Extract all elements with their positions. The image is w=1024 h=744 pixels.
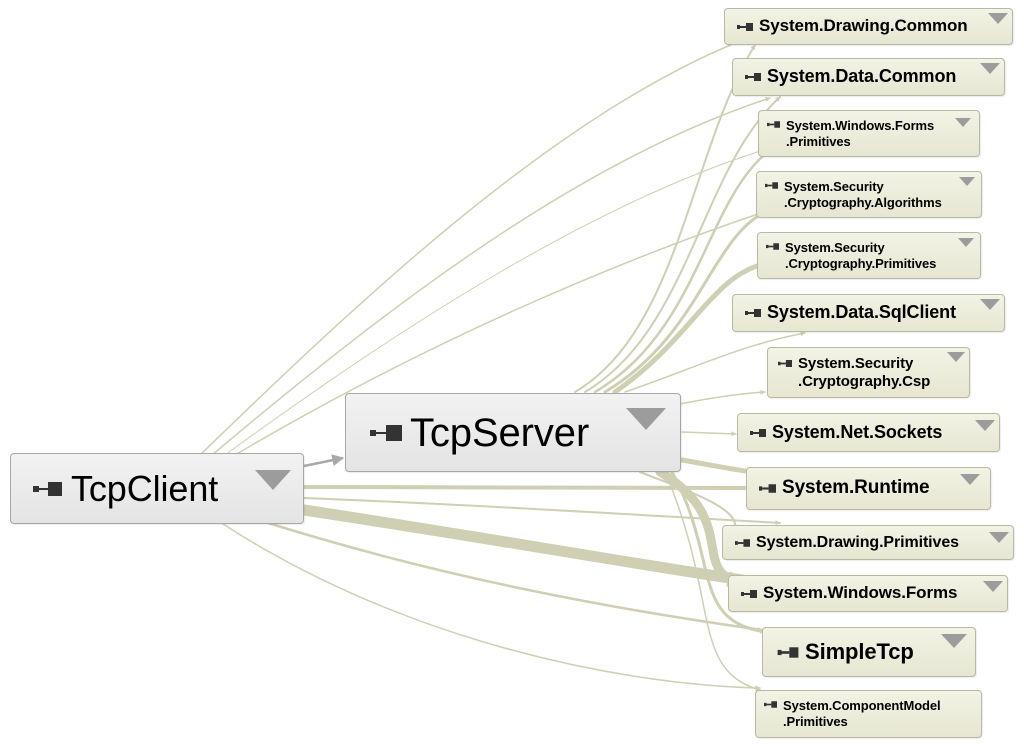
expand-chevron-icon[interactable] [980, 299, 1000, 310]
node-label: System.Drawing.Primitives [756, 533, 959, 551]
edge-tcpserver-simpletcp [670, 470, 767, 634]
expand-chevron-icon[interactable] [959, 177, 975, 186]
node-label: System.Security .Cryptography.Csp [798, 354, 931, 390]
expand-chevron-icon[interactable] [941, 634, 967, 648]
node-label: TcpClient [71, 467, 219, 509]
assembly-icon [777, 646, 799, 658]
node-simpletcp[interactable]: SimpleTcp [762, 627, 976, 677]
node-system-drawing-common[interactable]: System.Drawing.Common [724, 8, 1013, 45]
edge-tcpclient-simpletcp [263, 520, 764, 632]
node-label: System.Data.Common [767, 66, 957, 87]
assembly-icon [764, 701, 777, 708]
node-system-windows-forms-primitives[interactable]: System.Windows.Forms .Primitives [758, 110, 980, 157]
node-label: System.Drawing.Common [759, 16, 968, 36]
edge-tcpserver-runtime [679, 457, 748, 474]
edge-tcpclient-tcpserver [303, 454, 345, 468]
node-system-security-cryptography-algorithms[interactable]: System.Security .Cryptography.Algorithms [756, 171, 982, 218]
edge-tcpclient-windows-forms [298, 504, 748, 586]
assembly-icon [745, 73, 761, 81]
node-system-componentmodel-primitives[interactable]: System.ComponentModel .Primitives [755, 690, 982, 738]
node-label: System.ComponentModel .Primitives [783, 698, 941, 729]
edge-tcpclient-crypto-algorithms [234, 209, 771, 456]
expand-chevron-icon[interactable] [960, 474, 980, 485]
edge-tcpserver-winforms-primitives [593, 148, 772, 394]
expand-chevron-icon[interactable] [626, 408, 666, 430]
edge-tcpserver-crypto-primitives [612, 262, 763, 395]
assembly-icon [759, 484, 776, 493]
node-label: SimpleTcp [805, 638, 914, 664]
edge-tcpclient-data-common [211, 97, 771, 456]
edge-tcpserver-drawing-common [574, 44, 756, 393]
node-system-security-cryptography-csp[interactable]: System.Security .Cryptography.Csp [767, 347, 970, 398]
node-label: System.Windows.Forms [763, 583, 958, 603]
assembly-icon [737, 22, 753, 31]
expand-chevron-icon[interactable] [975, 420, 995, 431]
assembly-icon [741, 589, 757, 598]
assembly-icon [33, 481, 62, 496]
assembly-icon [767, 121, 780, 128]
node-system-data-common[interactable]: System.Data.Common [732, 58, 1005, 96]
edge-tcpclient-componentmodel [219, 521, 761, 691]
node-label: System.Windows.Forms .Primitives [786, 117, 935, 149]
edge-tcpserver-data-common [584, 96, 781, 393]
edge-tcpclient-drawing-common [199, 37, 749, 456]
expand-chevron-icon[interactable] [955, 118, 971, 127]
node-system-windows-forms[interactable]: System.Windows.Forms [728, 575, 1008, 612]
edge-tcpserver-componentmodel [664, 471, 761, 692]
node-label: System.Security .Cryptography.Primitives [785, 239, 937, 271]
node-system-net-sockets[interactable]: System.Net.Sockets [737, 413, 1000, 452]
expand-chevron-icon[interactable] [947, 352, 965, 362]
assembly-icon [765, 182, 778, 189]
node-system-data-sqlclient[interactable]: System.Data.SqlClient [732, 294, 1005, 332]
node-system-security-cryptography-primitives[interactable]: System.Security .Cryptography.Primitives [757, 232, 981, 279]
expand-chevron-icon[interactable] [989, 532, 1009, 543]
edge-tcpserver-net-sockets [681, 431, 737, 437]
node-tcpclient[interactable]: TcpClient [10, 453, 304, 524]
node-system-drawing-primitives[interactable]: System.Drawing.Primitives [722, 525, 1014, 560]
expand-chevron-icon[interactable] [988, 13, 1008, 24]
expand-chevron-icon[interactable] [958, 238, 974, 247]
assembly-icon [778, 360, 792, 367]
expand-chevron-icon[interactable] [983, 581, 1003, 592]
edge-tcpserver-data-sqlclient [624, 331, 806, 393]
node-label: System.Data.SqlClient [767, 302, 956, 323]
assembly-icon [745, 309, 761, 317]
assembly-icon [370, 424, 402, 441]
edge-tcpserver-crypto-csp [679, 389, 766, 405]
expand-chevron-icon[interactable] [255, 470, 291, 490]
node-label: System.Runtime [782, 477, 930, 499]
node-label: System.Security .Cryptography.Algorithms [784, 178, 942, 210]
node-tcpserver[interactable]: TcpServer [345, 393, 681, 472]
edge-tcpclient-winforms-primitives [224, 146, 771, 456]
assembly-icon [766, 243, 779, 250]
assembly-icon [750, 428, 766, 437]
edge-tcpserver-crypto-algorithms [603, 210, 767, 394]
edge-tcpclient-drawing-primitives [303, 497, 781, 526]
node-label: System.Net.Sockets [772, 421, 943, 442]
expand-chevron-icon[interactable] [980, 63, 1000, 74]
node-system-runtime[interactable]: System.Runtime [746, 467, 991, 510]
assembly-icon [735, 538, 750, 547]
edge-tcpserver-drawing-primitives [639, 471, 739, 531]
node-label: TcpServer [410, 410, 590, 455]
